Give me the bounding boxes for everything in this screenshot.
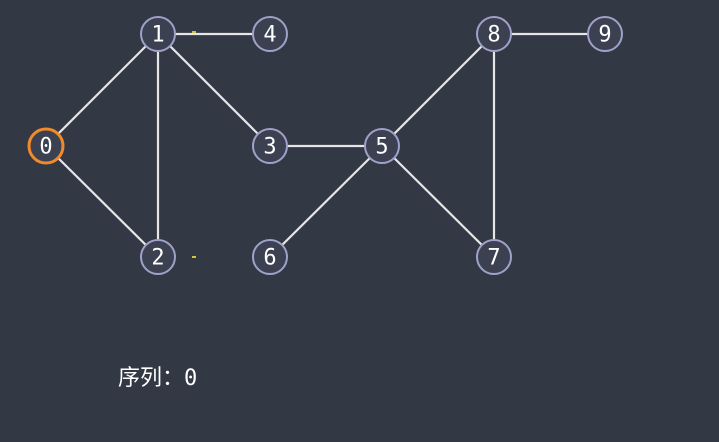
node-label: 8 bbox=[487, 23, 500, 48]
node-circle[interactable] bbox=[140, 16, 176, 52]
node-label: 5 bbox=[375, 135, 388, 160]
node-circle[interactable] bbox=[140, 239, 176, 275]
node-circle[interactable] bbox=[476, 16, 512, 52]
node-label: 0 bbox=[39, 135, 52, 160]
node-5[interactable]: 5 bbox=[364, 128, 400, 164]
mark-layer bbox=[192, 31, 196, 258]
node-1[interactable]: 1 bbox=[140, 16, 176, 52]
node-label: 3 bbox=[263, 135, 276, 160]
node-8[interactable]: 8 bbox=[476, 16, 512, 52]
node-circle[interactable] bbox=[252, 239, 288, 275]
node-label: 2 bbox=[151, 246, 164, 271]
edge-5-7 bbox=[381, 145, 495, 258]
node-3[interactable]: 3 bbox=[252, 128, 288, 164]
edge-1-3 bbox=[157, 33, 271, 147]
edge-5-6 bbox=[269, 145, 383, 258]
node-circle[interactable] bbox=[587, 16, 623, 52]
node-label: 7 bbox=[487, 246, 500, 271]
yellow-dash-mark bbox=[192, 31, 196, 33]
node-circle[interactable] bbox=[252, 16, 288, 52]
sequence-value: 0 bbox=[184, 366, 198, 391]
node-7[interactable]: 7 bbox=[476, 239, 512, 275]
node-6[interactable]: 6 bbox=[252, 239, 288, 275]
node-9[interactable]: 9 bbox=[587, 16, 623, 52]
node-circle[interactable] bbox=[252, 128, 288, 164]
edge-0-2 bbox=[45, 145, 159, 258]
node-label: 9 bbox=[598, 23, 611, 48]
edge-5-8 bbox=[381, 33, 495, 147]
node-0[interactable]: 0 bbox=[27, 127, 65, 165]
yellow-dash-mark bbox=[192, 256, 196, 258]
node-label: 1 bbox=[151, 23, 164, 48]
sequence-readout: 序列：0 bbox=[118, 360, 197, 392]
node-circle[interactable] bbox=[27, 127, 65, 165]
node-circle[interactable] bbox=[364, 128, 400, 164]
node-label: 4 bbox=[263, 23, 276, 48]
edge-0-1 bbox=[45, 33, 159, 147]
node-4[interactable]: 4 bbox=[252, 16, 288, 52]
node-circle[interactable] bbox=[476, 239, 512, 275]
node-label: 6 bbox=[263, 246, 276, 271]
node-2[interactable]: 2 bbox=[140, 239, 176, 275]
node-layer: 0 1 2 3 4 5 6 7 8 9 bbox=[27, 16, 623, 275]
sequence-label: 序列： bbox=[118, 366, 185, 391]
edge-layer bbox=[45, 32, 605, 258]
